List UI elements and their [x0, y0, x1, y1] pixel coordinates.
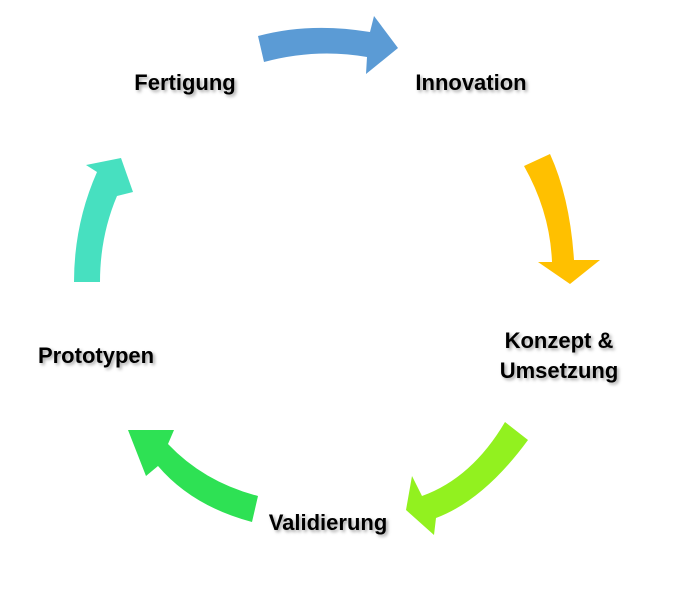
stage-prototypen: Prototypen — [37, 343, 155, 368]
stage-validierung: Validierung — [268, 510, 388, 535]
arrow-konzept-to-validierung — [406, 422, 528, 535]
arrow-validierung-to-prototypen — [128, 430, 258, 522]
stage-fertigung: Fertigung — [134, 70, 236, 95]
arrow-fertigung-to-innovation — [258, 16, 398, 74]
stage-innovation: Innovation — [415, 70, 527, 95]
arrow-innovation-to-konzept — [524, 154, 600, 284]
stage-konzept-umsetzung: Konzept & Umsetzung — [499, 328, 619, 383]
arrow-prototypen-to-fertigung — [74, 158, 133, 282]
